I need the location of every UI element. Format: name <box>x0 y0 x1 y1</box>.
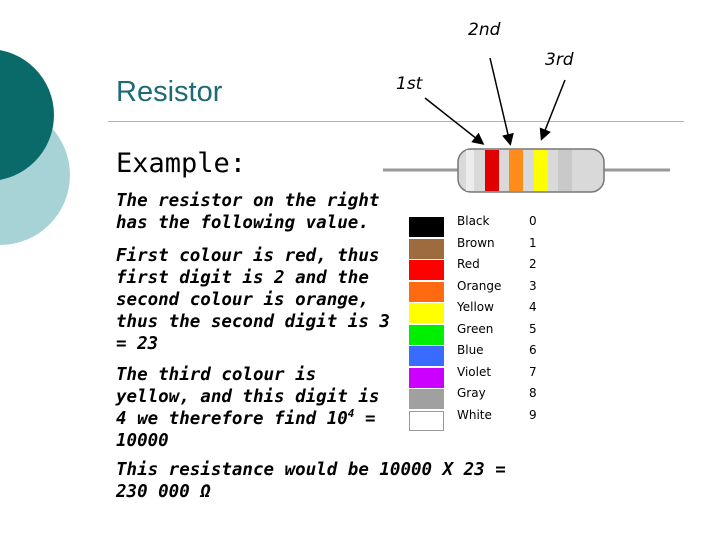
colour-name: Red <box>457 257 480 271</box>
resistor-highlight <box>466 150 474 191</box>
label-2nd: 2nd <box>468 20 501 40</box>
dark-circle <box>0 50 54 180</box>
paragraph-third-digit: The third colour is yellow, and this dig… <box>116 364 396 452</box>
paragraph-result: This resistance would be 10000 X 23 = 23… <box>116 460 506 502</box>
colour-name: Yellow <box>457 300 494 314</box>
swatch-violet <box>409 368 444 388</box>
para3-text-a: The third colour is yellow, and this dig… <box>116 365 380 429</box>
swatch-blue <box>409 346 444 366</box>
swatch-brown <box>409 239 444 259</box>
colour-digit: 2 <box>529 257 537 271</box>
label-3rd: 3rd <box>545 50 574 70</box>
swatch-gray <box>409 389 444 409</box>
colour-name: Brown <box>457 236 495 250</box>
slide-title: Resistor <box>116 76 223 108</box>
colour-name: White <box>457 408 492 422</box>
band-4-tolerance <box>558 150 572 191</box>
colour-digit: 0 <box>529 214 537 228</box>
swatch-yellow <box>409 303 444 323</box>
label-1st: 1st <box>396 74 423 94</box>
colour-digit: 3 <box>529 279 537 293</box>
arrow-2nd <box>489 57 514 146</box>
decorative-circles <box>0 50 70 245</box>
colour-digit: 9 <box>529 408 537 422</box>
swatch-green <box>409 325 444 345</box>
arrow-3rd <box>539 79 566 141</box>
para3-text-b: = 10000 <box>116 409 376 451</box>
colour-name: Blue <box>457 343 484 357</box>
swatch-black <box>409 217 444 237</box>
paragraph-first-second-digit: First colour is red, thus first digit is… <box>116 246 390 354</box>
colour-digit: 1 <box>529 236 537 250</box>
exponent: 4 <box>347 407 355 421</box>
colour-digit: 5 <box>529 322 537 336</box>
resistor-body <box>457 148 605 193</box>
colour-digit: 8 <box>529 386 537 400</box>
colour-name: Green <box>457 322 494 336</box>
paragraph-intro: The resistor on the right has the follow… <box>116 191 380 233</box>
colour-name: Violet <box>457 365 492 379</box>
band-3-yellow <box>534 150 548 191</box>
colour-digit: 6 <box>529 343 537 357</box>
band-2-orange <box>509 150 523 191</box>
colour-name: Black <box>457 214 490 228</box>
colour-digit: 4 <box>529 300 537 314</box>
colour-digit: 7 <box>529 365 537 379</box>
colour-name: Gray <box>457 386 486 400</box>
example-heading: Example: <box>116 148 247 179</box>
band-1-red <box>485 150 499 191</box>
arrow-1st <box>424 97 485 145</box>
swatch-red <box>409 260 444 280</box>
colour-name: Orange <box>457 279 502 293</box>
swatch-orange <box>409 282 444 302</box>
swatch-white <box>409 411 444 431</box>
title-divider <box>108 121 684 122</box>
